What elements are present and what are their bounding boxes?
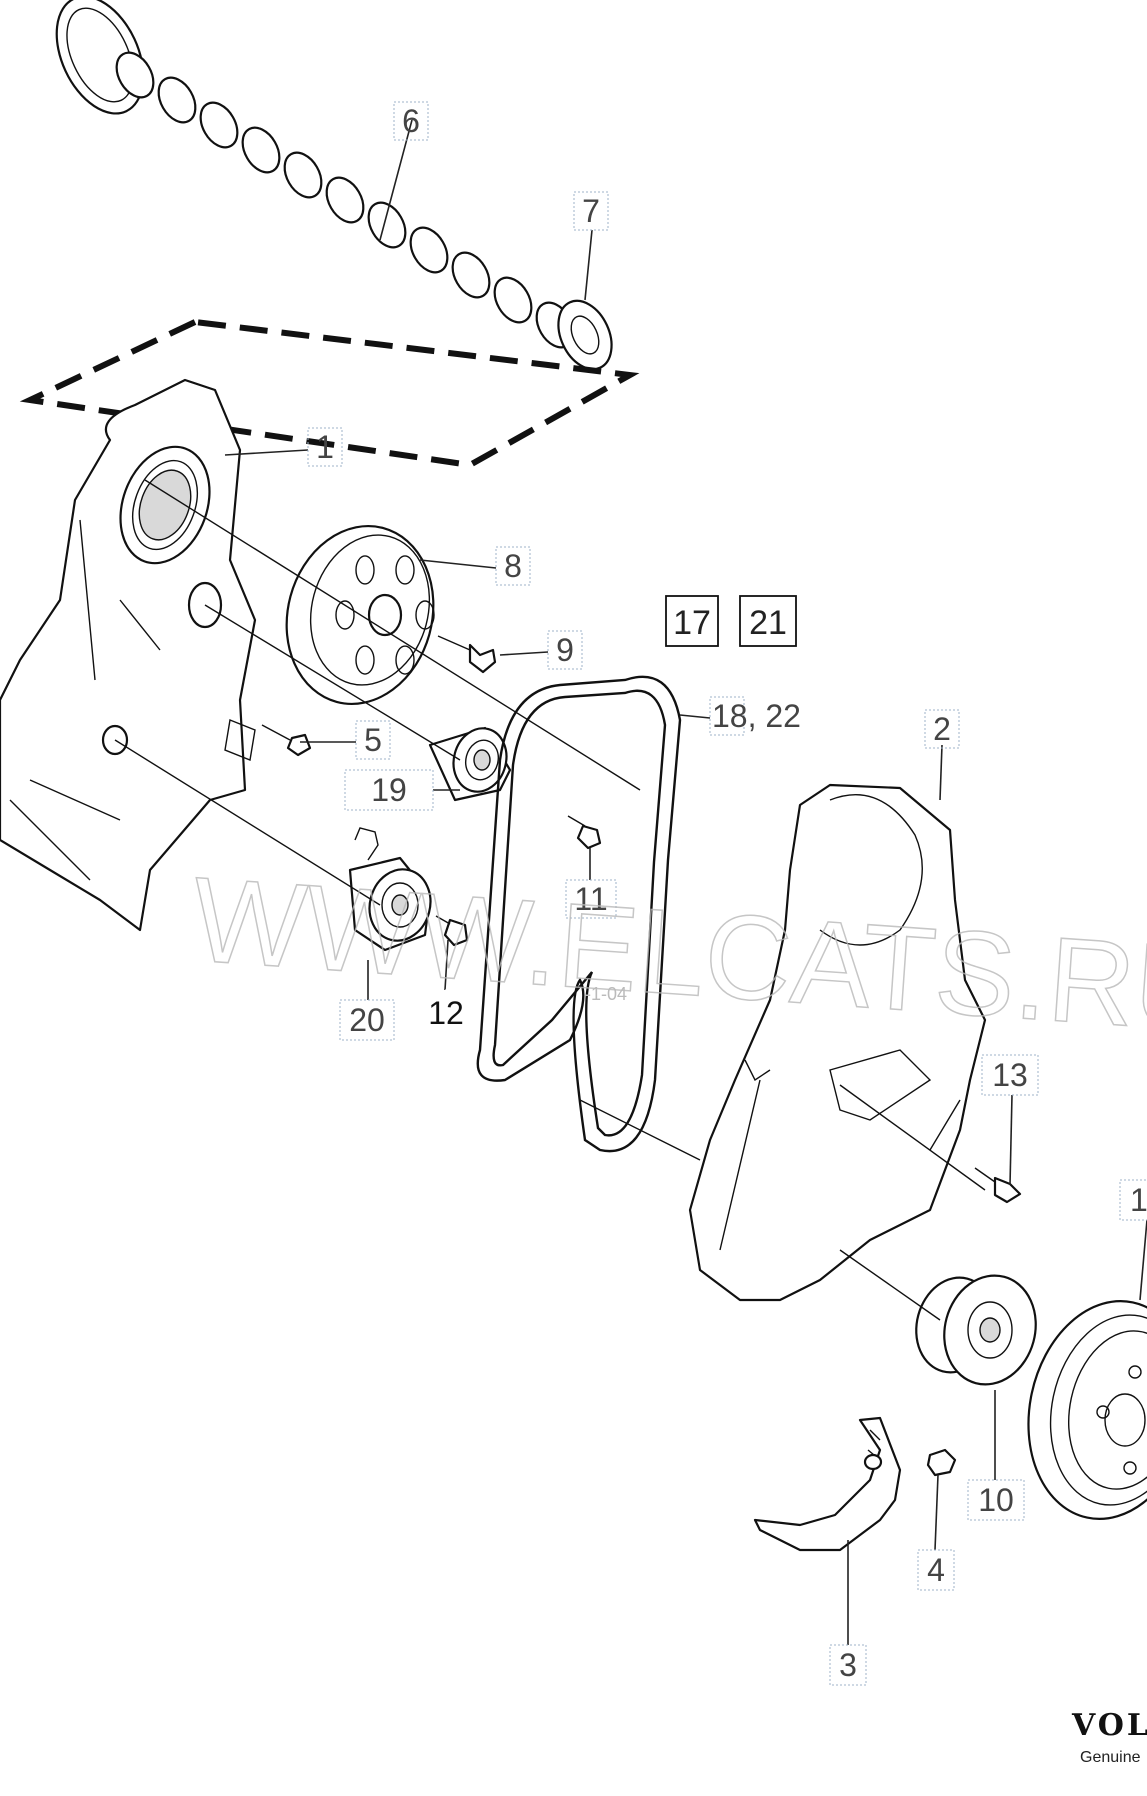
nut [926,1448,957,1477]
gear-hole [415,600,435,630]
bolt-12 [435,915,469,947]
callout-4: 4 [917,1549,955,1591]
callout-3: 3 [829,1644,867,1686]
callout-8: 8 [495,546,531,586]
callout-7-label: 7 [582,193,600,229]
front-timing-cover [688,783,987,1302]
cam-lobe [493,276,533,324]
callout-1-label: 1 [316,429,334,465]
leader-lines [114,119,1147,1645]
belt-guide-plate [753,1416,902,1552]
callout-8-label: 8 [504,548,522,584]
callout-12: 12 [424,989,466,1031]
callout-19: 19 [344,769,434,811]
reference-box-17: 17 [665,595,719,647]
callout-12-label: 12 [428,995,464,1031]
cam-lobe [409,226,449,274]
callout-18-22-label: 18, 22 [712,698,801,734]
callout-6-label: 6 [402,103,420,139]
callout-20: 20 [339,999,395,1041]
crankshaft-gear [915,1274,1037,1386]
callout-18-22: 18, 22 [709,696,801,736]
callout-13-label: 13 [992,1057,1028,1093]
callout-11: 11 [565,879,617,919]
reference-box-21: 21 [739,595,797,647]
reference-21-label: 21 [749,604,787,642]
brand-logo: VOL Genuine [1071,1708,1147,1766]
callout-crank-pulley-label: 1 [1130,1182,1147,1218]
callout-9: 9 [547,630,583,670]
camshaft [55,0,613,371]
timing-belt [476,675,682,1153]
callout-9-label: 9 [556,632,574,668]
gear-hole [395,645,415,675]
callout-1: 1 [307,427,343,467]
gear-hole [355,645,375,675]
callout-6: 6 [393,101,429,141]
cam-lobe [283,151,323,199]
cam-lobe [199,101,239,149]
faint-code: -1-04 [585,984,627,1004]
cam-lobe [241,126,281,174]
callout-11-label: 11 [574,881,607,917]
callout-20-label: 20 [349,1002,385,1038]
cam-lobe [451,251,491,299]
brand-name: VOL [1071,1708,1147,1743]
callout-10: 10 [967,1479,1025,1521]
callout-7: 7 [573,191,609,231]
bolt-5 [261,724,312,757]
callout-10-label: 10 [978,1482,1014,1518]
callout-5: 5 [355,720,391,760]
cam-lobe [367,201,407,249]
idler-pulley [428,726,512,802]
bolt-11 [567,815,602,850]
gear-hole [395,555,415,585]
callout-crank-pulley: 1 [1119,1179,1147,1221]
gear-hole [355,555,375,585]
callout-3-label: 3 [839,1647,857,1683]
cam-lobe [157,76,197,124]
callout-13: 13 [981,1054,1039,1096]
gear-hole [335,600,355,630]
callout-4-label: 4 [927,1552,945,1588]
belt-tensioner [348,827,432,952]
callout-2: 2 [924,709,960,749]
callout-5-label: 5 [364,722,382,758]
reference-17-label: 17 [673,604,711,642]
callout-19-label: 19 [371,772,407,808]
crankshaft-pulley [1027,1300,1147,1520]
brand-tagline: Genuine [1080,1749,1141,1766]
bolt-9 [437,635,497,674]
cam-lobe [325,176,365,224]
rear-timing-cover [0,378,257,932]
callout-2-label: 2 [933,711,951,747]
cam-lobe [115,51,155,99]
bolt-13 [974,1167,1022,1204]
